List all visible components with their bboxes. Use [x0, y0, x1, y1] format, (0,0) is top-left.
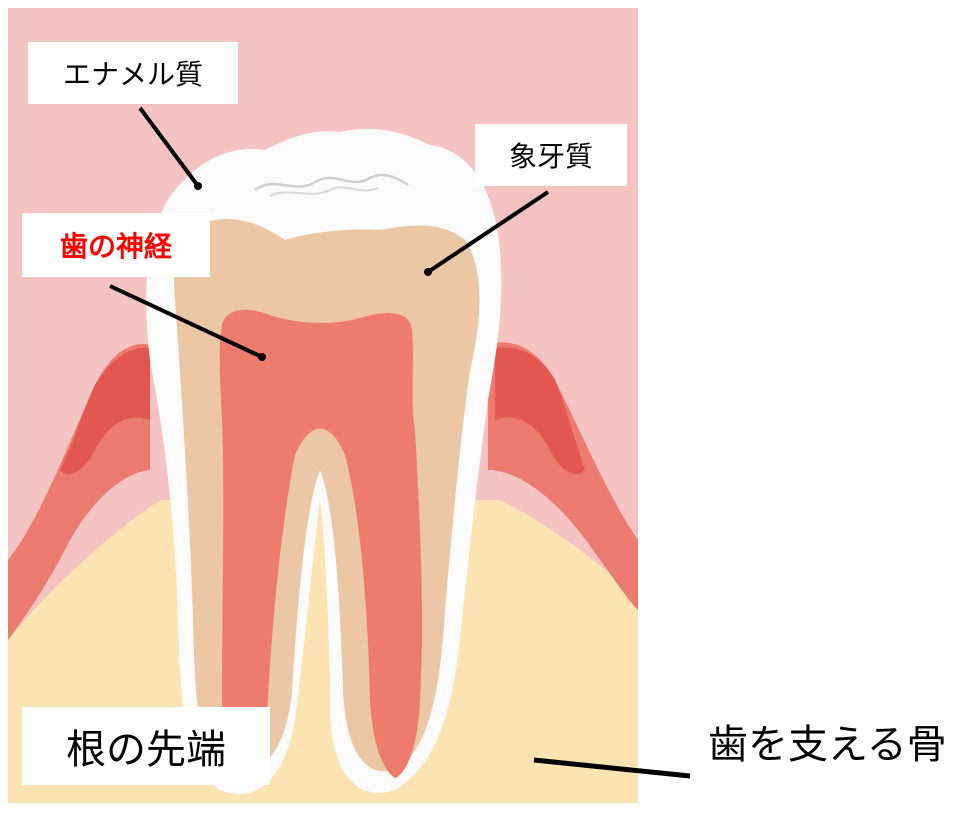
nerve-label: 歯の神経	[22, 213, 210, 277]
gum-left-shade	[60, 347, 150, 474]
nerve-pointer-dot	[258, 353, 266, 361]
gum-right-shade	[495, 347, 585, 474]
root-tip-label: 根の先端	[22, 707, 270, 785]
bone-leader-line	[533, 757, 691, 779]
bone-label: 歯を支える骨	[708, 722, 947, 768]
enamel-leader-line	[138, 106, 200, 188]
dentin-label: 象牙質	[475, 124, 627, 186]
enamel-label: エナメル質	[28, 42, 238, 104]
enamel-pointer-dot	[194, 182, 202, 190]
nerve-leader-line	[109, 284, 263, 359]
enamel-wavy-line-2	[269, 186, 379, 197]
dentin-leader-line	[426, 190, 550, 274]
pulp	[219, 309, 423, 778]
dentin-pointer-dot	[424, 268, 432, 276]
enamel-wavy-line	[254, 173, 409, 192]
